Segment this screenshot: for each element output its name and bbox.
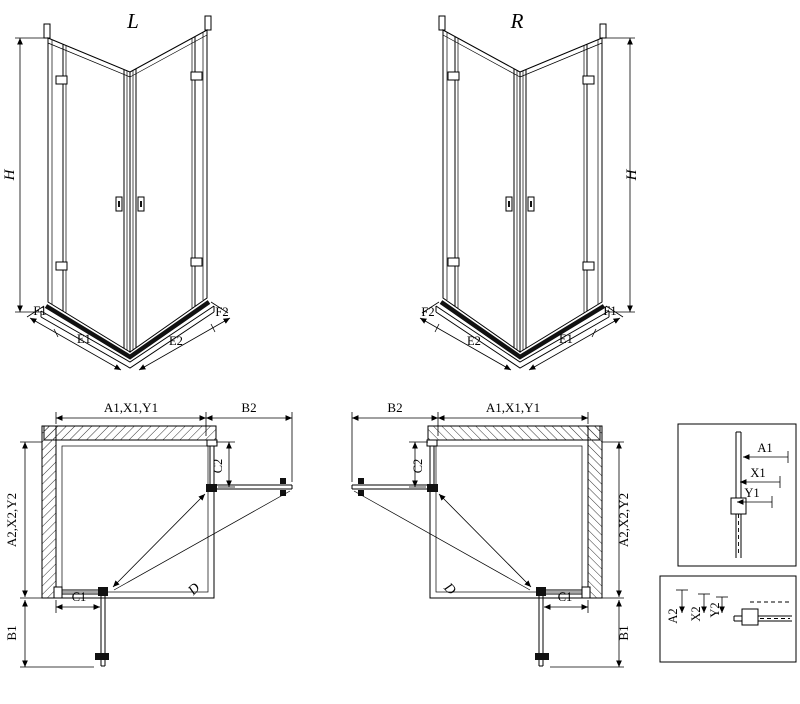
iso-left-title: L [126,9,139,33]
iso-right-dim-e2: E2 [467,334,481,348]
detail-top-frame [677,423,797,567]
iso-left-dim-e1: E1 [77,332,91,346]
plan-right-dim-depth: A2,X2,Y2 [616,493,631,547]
iso-right-dim-h: H [624,168,640,181]
plan-left-geometry [20,412,292,667]
plan-right-dim-d: D [440,580,458,598]
detail-bottom-frame [659,575,797,663]
iso-view-right: R H F2 E2 E1 F1 [420,9,640,370]
plan-right-dim-width: A1,X1,Y1 [486,400,540,415]
iso-left-geometry [15,16,230,370]
iso-left-dim-f2: F2 [215,305,228,319]
plan-right-geometry [352,412,624,667]
plan-left-dim-b2: B2 [241,400,256,415]
iso-left-dim-h: H [2,168,18,181]
detail-bottom-label-a2: A2 [666,608,680,623]
detail-top-label-y1: Y1 [744,486,759,500]
detail-panel-top: A1 X1 Y1 [677,423,797,567]
plan-left-dim-width: A1,X1,Y1 [104,400,158,415]
iso-left-dim-e2: E2 [169,334,183,348]
plan-right-dim-b2: B2 [387,400,402,415]
detail-top-label-x1: X1 [750,466,765,480]
detail-panel-bottom: A2 X2 Y2 [659,575,797,663]
glass-clamp-profile [730,497,747,515]
detail-bottom-label-x2: X2 [689,606,703,621]
detail-bottom-label-y2: Y2 [708,602,722,617]
plan-view-left: A1,X1,Y1 B2 C2 A2,X2,Y2 C1 D B1 [4,400,292,667]
iso-right-title: R [510,9,524,33]
iso-view-left: L H F1 E1 E2 F2 [2,9,230,370]
iso-left-dim-f1: F1 [33,304,46,318]
plan-right-dim-c1: C1 [558,590,573,604]
plan-right-dim-b1: B1 [616,625,631,640]
plan-left-dim-c1: C1 [72,590,87,604]
plan-view-right: A1,X1,Y1 B2 C2 A2,X2,Y2 C1 D B1 [352,400,631,667]
detail-top-label-a1: A1 [757,441,772,455]
plan-left-dim-b1: B1 [4,625,19,640]
plan-left-dim-d: D [185,581,203,599]
glass-clamp-profile-2 [741,608,759,626]
plan-left-dim-c2: C2 [211,459,225,474]
plan-right-dim-c2: C2 [411,459,425,474]
iso-right-dim-e1: E1 [559,332,573,346]
iso-right-dim-f2: F2 [421,305,434,319]
plan-left-dim-depth: A2,X2,Y2 [4,493,19,547]
iso-right-dim-f1: F1 [603,304,616,318]
